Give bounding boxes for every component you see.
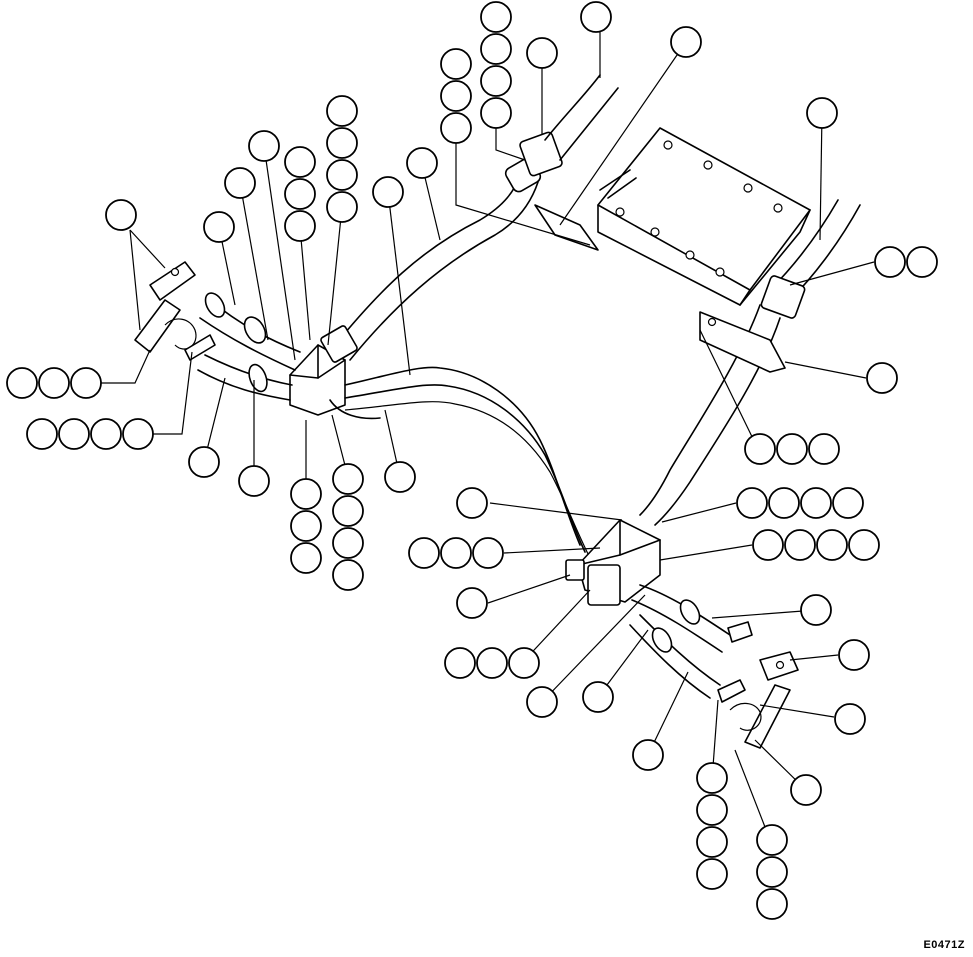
- figure-code-label: E0471Z: [923, 939, 965, 951]
- left-pipe-assembly: [134, 261, 301, 401]
- crossing-tubes: [329, 366, 591, 559]
- right-junction-block: [565, 519, 661, 606]
- mounting-bracket: [534, 127, 811, 306]
- right-pipe-assembly: [629, 584, 799, 749]
- right-hose: [639, 199, 861, 526]
- upper-left-hose: [334, 74, 619, 361]
- left-junction-block: [289, 325, 358, 416]
- callout-bubbles: [6, 1, 938, 920]
